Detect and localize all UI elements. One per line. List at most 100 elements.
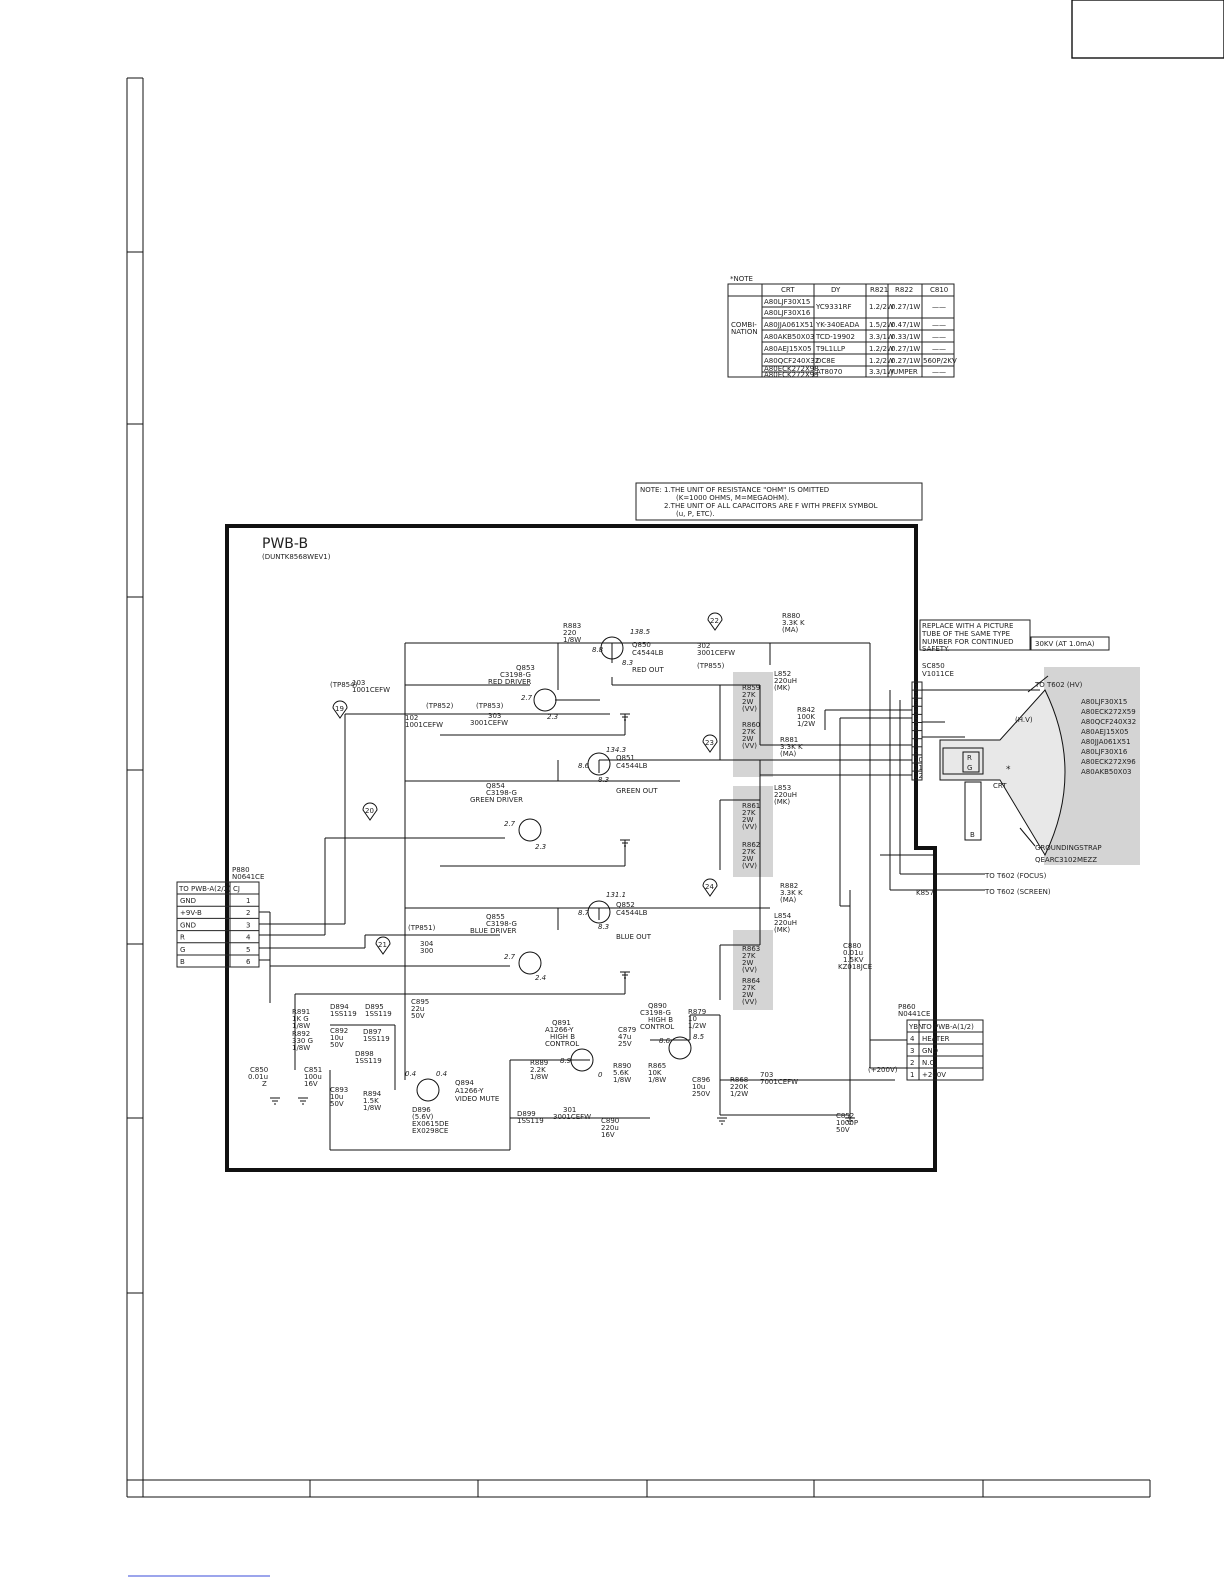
page-frame: [126, 0, 1224, 1577]
cell: ——: [932, 303, 946, 311]
c852-value: 1000P: [836, 1119, 858, 1127]
r889-label: R889: [530, 1059, 548, 1067]
to-screen: TO T602 (SCREEN): [984, 888, 1051, 896]
j303-label: 303: [488, 712, 501, 720]
tp852-label: (TP852): [426, 702, 454, 710]
sc850-pin: 11: [914, 764, 923, 772]
board-code: (DUNTK8568WEV1): [262, 553, 331, 561]
l854-rating: (MK): [774, 926, 790, 934]
sc850-pin: 2: [914, 691, 918, 699]
j102-part: 1001CEFW: [405, 721, 443, 729]
sc850-pin: 5: [914, 715, 918, 723]
j302-label: 302: [697, 642, 710, 650]
replace-note: REPLACE WITH A PICTURE TUBE OF THE SAME …: [919, 619, 1110, 653]
r881-rating: (MA): [780, 750, 797, 758]
cell: A80LJF30X15: [764, 298, 810, 306]
replace-line: TUBE OF THE SAME TYPE: [921, 630, 1010, 638]
cell: A80ECK272X99: [764, 371, 819, 379]
r859-type: (VV): [742, 705, 757, 713]
r883-rating: 1/8W: [563, 636, 581, 644]
d898-label: D898: [355, 1050, 374, 1058]
r879-label: R879: [688, 1008, 706, 1016]
p860-pin-num: 4: [910, 1035, 915, 1043]
q853-part: C3198-G: [500, 671, 531, 679]
test-point-label: 23: [705, 739, 714, 747]
voltage-reading: 8.3: [598, 923, 609, 931]
q894-label: Q894: [455, 1079, 474, 1087]
c880-rating: 1.5KV: [843, 956, 864, 964]
j103-label: 103: [352, 679, 365, 687]
j301-label: 301: [563, 1106, 576, 1114]
c893-label: C893: [330, 1086, 348, 1094]
crt-star: *: [1006, 765, 1011, 775]
p880-pin-num: 2: [246, 909, 250, 917]
p860-pin-num: 1: [910, 1071, 914, 1079]
r891-label: R891: [292, 1008, 310, 1016]
voltage-reading: 8.7: [578, 909, 590, 917]
ground-strap-part: QEARC3102MEZZ: [1035, 856, 1097, 864]
sc850-pin: 10: [914, 756, 923, 764]
p880-title: P880: [232, 866, 250, 874]
row-label: COMBI-: [731, 321, 757, 329]
test-point-marker: [707, 612, 723, 631]
p880-pin-num: 4: [246, 934, 251, 942]
cell: 0.27/1W: [891, 303, 920, 311]
ground-symbols: [270, 713, 855, 1125]
p860-pin-num: 2: [910, 1059, 914, 1067]
cell: 0.27/1W: [891, 357, 920, 365]
q890-label: Q890: [648, 1002, 667, 1010]
r860-type: (VV): [742, 742, 757, 750]
p880-header: TO PWB-A(2/2): [178, 885, 231, 893]
cell: JUMPER: [890, 368, 918, 376]
q853-func: RED DRIVER: [488, 678, 531, 686]
note-line: (K=1000 OHMS, M=MEGAOHM).: [676, 494, 789, 502]
d897-part: 1SS119: [363, 1035, 390, 1043]
p860-part: N0441CE: [898, 1010, 930, 1018]
q890-symbol: [668, 1036, 692, 1060]
r861-watt: 2W: [742, 816, 753, 824]
voltage-reading: 8.6: [578, 762, 590, 770]
voltage-reading: 138.5: [630, 628, 651, 636]
j301-part: 3001CEFW: [553, 1113, 591, 1121]
c879-rating: 25V: [618, 1040, 632, 1048]
l854-value: 220uH: [774, 919, 797, 927]
p860-header: YBN: [908, 1023, 923, 1031]
j302-part: 3001CEFW: [697, 649, 735, 657]
crt-label: CRT: [993, 782, 1007, 790]
test-point-marker: [362, 802, 378, 821]
p880-pin-label: B: [180, 958, 185, 966]
r864-label: R864: [742, 977, 761, 985]
note-line: 2.THE UNIT OF ALL CAPACITORS ARE F WITH …: [664, 502, 878, 510]
component-labels: R883 220 1/8W Q850 C4544LB RED OUT Q853 …: [248, 612, 1051, 1139]
board-name: PWB-B: [262, 536, 308, 552]
q852-label: Q852: [616, 901, 635, 909]
combination-table: *NOTE CRT DY R821 R822 C810 COMBI- NATIO…: [727, 275, 957, 379]
q851-func: GREEN OUT: [616, 787, 658, 795]
p880-pin-num: 6: [246, 958, 251, 966]
q851-symbol: [587, 752, 611, 776]
wiring: [259, 642, 1040, 1151]
r864-watt: 2W: [742, 991, 753, 999]
p880-pin-num: 1: [246, 897, 250, 905]
q851-label: Q851: [616, 754, 635, 762]
q852-part: C4544LB: [616, 909, 648, 917]
r883-label: R883: [563, 622, 581, 630]
crt-model: A80ECK272X59: [1081, 708, 1136, 716]
r864-value: 27K: [742, 984, 756, 992]
voltage-reading: 0: [598, 1071, 603, 1079]
voltage-reading: 2.7: [504, 820, 516, 828]
r892-label: R892: [292, 1030, 310, 1038]
c890-rating: 16V: [601, 1131, 615, 1139]
c850-label: C850: [250, 1066, 268, 1074]
c880-value: 0.01u: [843, 949, 863, 957]
r842-rating: 1/2W: [797, 720, 815, 728]
p860-pin-label: HEATER: [922, 1035, 950, 1043]
q894-func: VIDEO MUTE: [455, 1095, 499, 1103]
voltage-reading: 0.4: [436, 1070, 447, 1078]
r862-label: R862: [742, 841, 760, 849]
c896-label: C896: [692, 1076, 711, 1084]
voltage-reading: 131.1: [606, 891, 626, 899]
r860-watt: 2W: [742, 735, 753, 743]
cell: TCD-19902: [815, 333, 855, 341]
